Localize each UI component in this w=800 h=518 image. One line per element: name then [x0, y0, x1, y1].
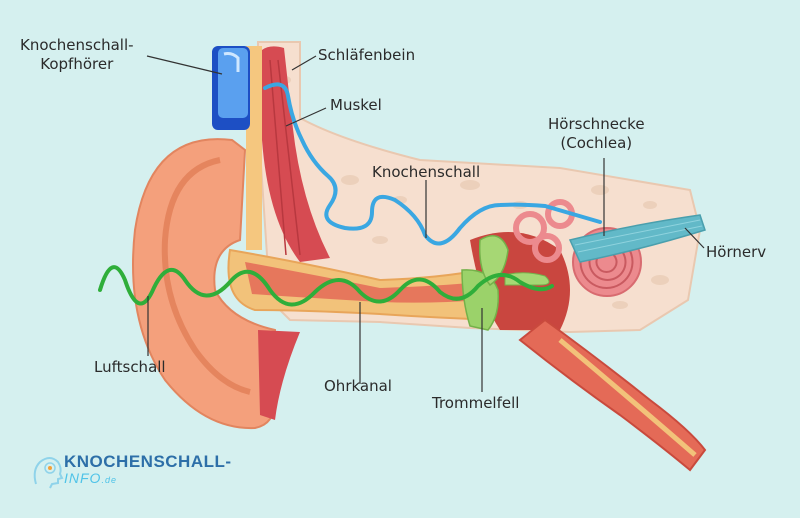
logo-sub-text: INFO — [64, 470, 102, 486]
cochlea-label-line1: Hörschnecke — [548, 115, 645, 133]
canal-lining — [245, 262, 482, 303]
auditory-nerve — [568, 214, 706, 263]
nerve-fibers — [574, 219, 703, 253]
air-conduction-wave — [98, 265, 554, 307]
eardrum-label: Trommelfell — [432, 394, 520, 412]
bone-conduction-headphone — [212, 46, 250, 130]
bone-headphone-label: Knochenschall- Kopfhörer — [20, 36, 134, 74]
leader-lines — [146, 55, 705, 392]
muscle — [262, 46, 330, 263]
logo-main-text: KNOCHENSCHALL — [64, 452, 226, 471]
bone-headphone-label-line2: Kopfhörer — [40, 55, 114, 73]
muscle-label: Muskel — [330, 96, 382, 114]
cochlea-label: Hörschnecke (Cochlea) — [548, 115, 645, 153]
temporal-bone-label: Schläfenbein — [318, 46, 416, 64]
muscle-fibers — [269, 59, 301, 256]
auditory-nerve-label: Hörnerv — [706, 243, 767, 261]
ossicles — [478, 235, 509, 287]
logo: KNOCHENSCHALL- INFO.de — [64, 452, 232, 486]
bone-conduction-label: Knochenschall — [372, 163, 481, 181]
stapes — [504, 272, 550, 286]
logo-head-icon — [33, 457, 64, 489]
logo-tld: .de — [101, 475, 117, 485]
ear-canal-label: Ohrkanal — [324, 377, 392, 395]
tube-lining — [558, 338, 697, 457]
bone-conduction-wave — [263, 82, 602, 246]
cochlea-label-line2: (Cochlea) — [560, 134, 633, 152]
air-conduction-label: Luftschall — [94, 358, 166, 376]
earlobe-tissue — [258, 330, 300, 420]
logo-dash: - — [225, 452, 232, 471]
ear-helix — [161, 157, 251, 395]
bone-headphone-label-line1: Knochenschall- — [20, 36, 134, 54]
eustachian-tube — [518, 318, 707, 472]
